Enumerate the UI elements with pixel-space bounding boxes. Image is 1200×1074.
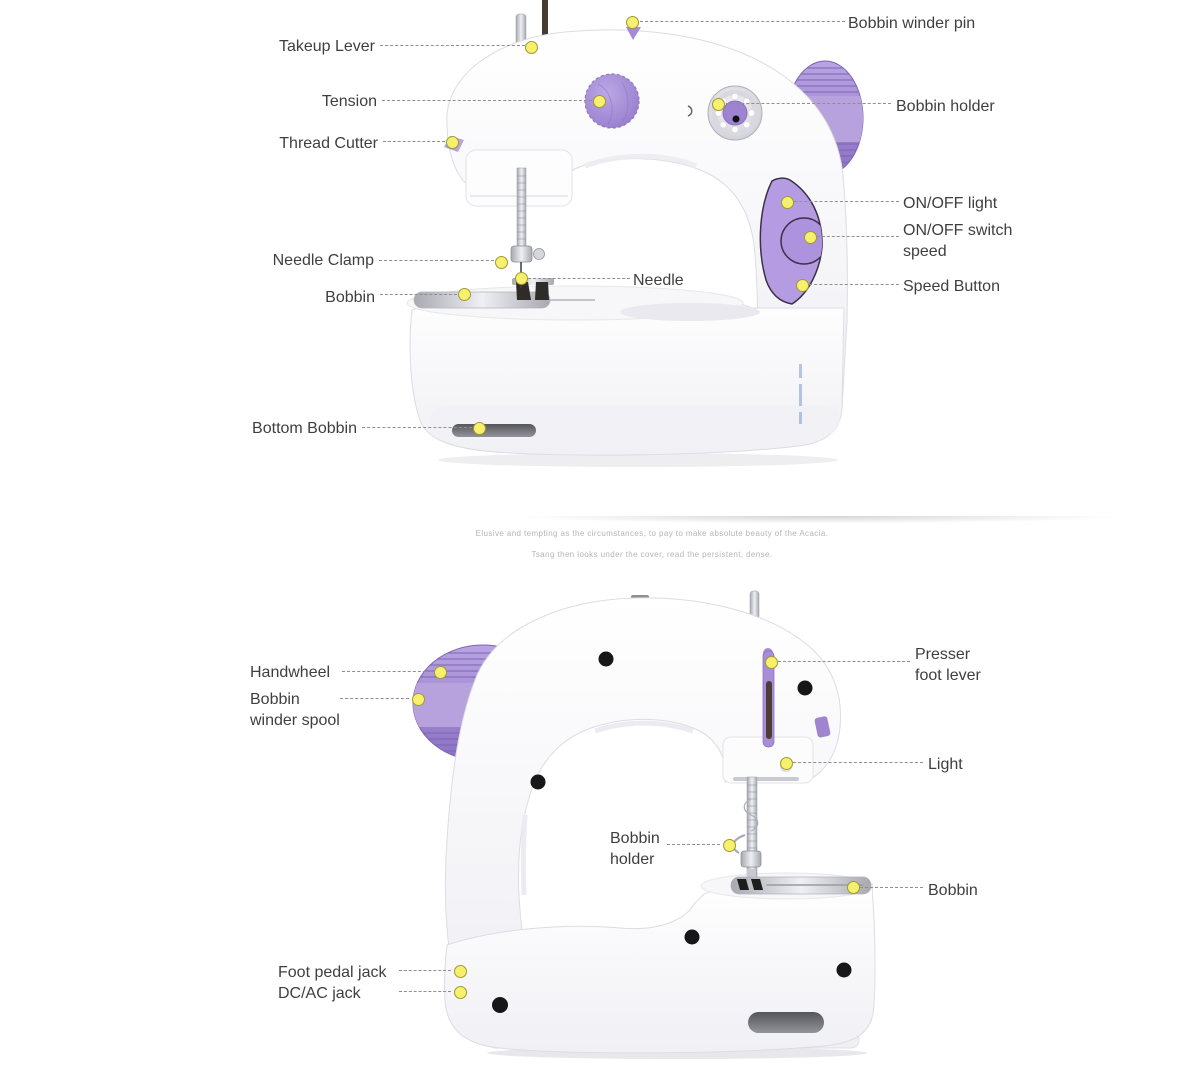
leader-on-off-switch-speed xyxy=(817,236,899,237)
marker-bobbin-back xyxy=(846,880,860,894)
label-bobbin-holder-front: Bobbin holder xyxy=(896,98,995,115)
label-on-off-light: ON/OFF light xyxy=(903,195,998,212)
label-bobbin-front: Bobbin xyxy=(325,289,375,306)
label-dc-ac-jack: DC/AC jack xyxy=(278,985,361,1002)
label-bottom-bobbin: Bottom Bobbin xyxy=(252,420,357,437)
label-bobbin-winder-pin: Bobbin winder pin xyxy=(848,15,976,32)
marker-dc-ac-jack xyxy=(453,985,467,999)
leader-handwheel xyxy=(342,671,431,672)
label-light: Light xyxy=(928,756,963,773)
label-bobbin-back: Bobbin xyxy=(928,882,978,899)
leader-bobbin-back xyxy=(860,887,923,888)
deck-shadow xyxy=(620,303,760,321)
needle-bar-back xyxy=(732,776,762,880)
base-shadow xyxy=(438,453,838,467)
marker-bobbin-holder-front xyxy=(711,97,725,111)
leader-bottom-bobbin xyxy=(362,427,472,428)
marker-needle xyxy=(514,271,528,285)
caption-line-2: Tsang then looks under the cover, read t… xyxy=(531,550,773,559)
marker-foot-pedal-jack xyxy=(453,964,467,978)
sewing-machine-back-view xyxy=(412,590,876,1059)
marker-needle-clamp xyxy=(494,255,508,269)
marker-speed-button xyxy=(795,278,809,292)
label-needle: Needle xyxy=(633,272,684,289)
sewing-machine-front-view xyxy=(406,0,864,467)
needle-bar-front xyxy=(510,167,545,288)
leader-presser-foot-lever xyxy=(778,661,910,662)
leader-speed-button xyxy=(809,284,899,285)
label-handwheel: Handwheel xyxy=(250,664,331,681)
label-takeup-lever: Takeup Lever xyxy=(278,38,375,55)
label-speed-button: Speed Button xyxy=(903,278,1000,295)
marker-takeup-lever xyxy=(524,40,538,54)
leader-light xyxy=(793,762,923,763)
leader-on-off-light xyxy=(794,201,899,202)
side-tab xyxy=(814,716,831,738)
marker-thread-cutter xyxy=(445,135,459,149)
thread-guide-mark xyxy=(687,105,693,117)
winder-pin-base xyxy=(626,27,641,40)
section-divider-shadow xyxy=(448,516,1190,526)
machine-base-back xyxy=(444,879,876,1054)
marker-tension xyxy=(592,94,606,108)
tension-dial xyxy=(584,73,640,129)
needle-plate-front xyxy=(413,291,595,309)
leader-thread-cutter xyxy=(383,141,445,142)
leader-bobbin-holder-front xyxy=(726,103,891,104)
leader-takeup-lever xyxy=(380,45,525,46)
label-needle-clamp: Needle Clamp xyxy=(272,252,374,269)
model-print xyxy=(799,364,802,424)
leader-needle-clamp xyxy=(379,260,494,261)
switch-panel xyxy=(759,177,823,305)
marker-presser-foot-lever xyxy=(764,655,778,669)
marker-bobbin-front xyxy=(457,287,471,301)
leader-bobbin-front xyxy=(380,294,457,295)
leader-tension xyxy=(382,100,592,101)
marker-light xyxy=(779,756,793,770)
label-tension: Tension xyxy=(321,93,377,110)
marker-bottom-bobbin xyxy=(472,421,486,435)
label-thread-cutter: Thread Cutter xyxy=(279,135,378,152)
bobbin-holder-wheel xyxy=(707,85,763,141)
marker-handwheel xyxy=(433,665,447,679)
marker-bobbin-holder-back xyxy=(722,838,736,852)
leader-bobbin-winder-pin xyxy=(640,21,845,22)
marker-bobbin-winder-spool xyxy=(411,692,425,706)
base-slot xyxy=(748,1012,824,1033)
marker-bobbin-winder-pin xyxy=(625,15,639,29)
leader-foot-pedal-jack xyxy=(399,970,451,971)
leader-needle xyxy=(528,278,630,279)
marker-on-off-switch-speed xyxy=(803,230,817,244)
screw-holes xyxy=(492,651,852,1013)
label-foot-pedal-jack: Foot pedal jack xyxy=(278,964,387,981)
leader-bobbin-holder-back xyxy=(667,844,720,845)
bottom-bobbin-slot xyxy=(452,424,536,437)
caption-line-1: Elusive and tempting as the circumstance… xyxy=(475,529,829,538)
leader-dc-ac-jack xyxy=(399,991,451,992)
presser-foot-lever-part xyxy=(762,648,775,748)
leader-bobbin-winder-spool xyxy=(340,698,409,699)
marker-on-off-light xyxy=(780,195,794,209)
